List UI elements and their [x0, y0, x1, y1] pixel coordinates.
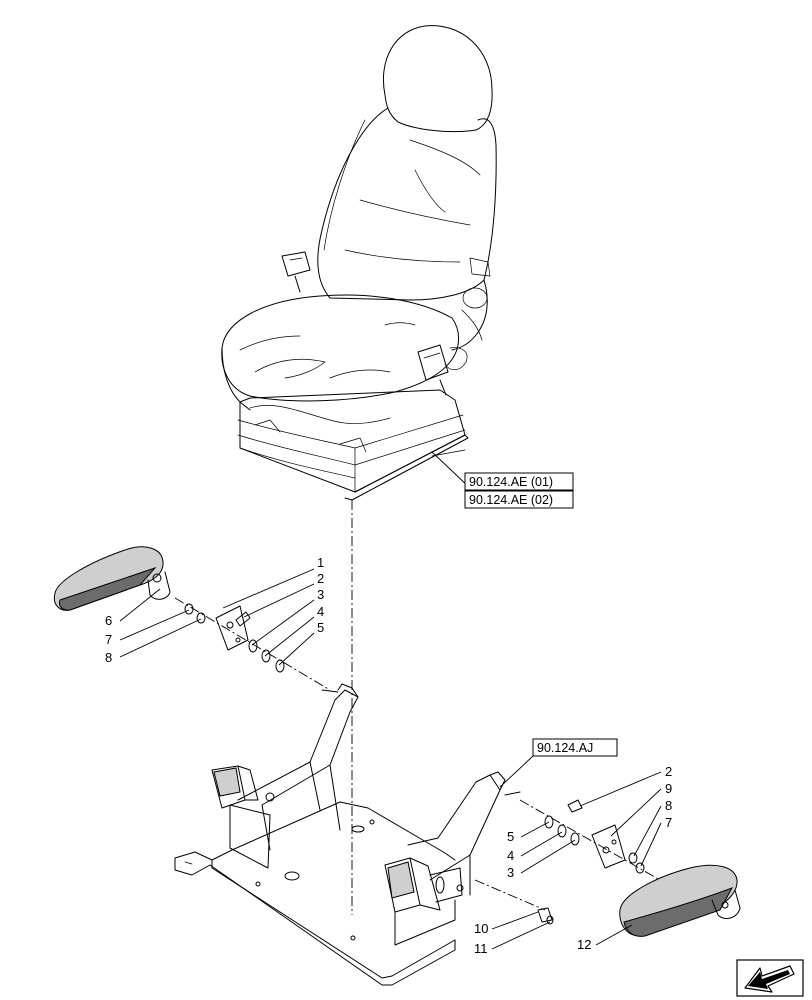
seat-drawing: [221, 25, 497, 501]
ref-ae-01-label: 90.124.AE (01): [469, 475, 553, 489]
ref-aj-label: 90.124.AJ: [537, 741, 593, 755]
callout-7-left: 7: [105, 632, 112, 647]
left-axis-line: [174, 597, 331, 691]
ref-box-ae-02[interactable]: 90.124.AE (02): [464, 490, 574, 509]
callout-labels: 1 2 3 4 5 6 7 8 2 9 8 7 5 4 3 10 11 12: [105, 555, 672, 956]
callout-2-right: 2: [665, 764, 672, 779]
callout-2-left: 2: [317, 571, 324, 586]
armrest-left: [53, 546, 171, 611]
ref-ae-02-label: 90.124.AE (02): [469, 493, 553, 507]
callout-8-left: 8: [105, 650, 112, 665]
callout-4-left: 4: [317, 604, 324, 619]
ref-box-ae-01[interactable]: 90.124.AE (01): [464, 472, 574, 491]
callout-6: 6: [105, 613, 112, 628]
callout-4-right: 4: [507, 848, 514, 863]
lower-axis-line: [474, 879, 546, 911]
callout-5-right: 5: [507, 829, 514, 844]
leader-ref-ae: [431, 451, 471, 489]
callout-8-right: 8: [665, 798, 672, 813]
callout-5-left: 5: [317, 620, 324, 635]
bolt-10-11: [537, 907, 554, 925]
seat-base-frame: [174, 683, 521, 986]
left-hardware: [184, 603, 285, 673]
ref-box-aj[interactable]: 90.124.AJ: [532, 738, 618, 757]
right-axis-line: [519, 799, 661, 881]
callout-10: 10: [474, 921, 488, 936]
callout-7-right: 7: [665, 815, 672, 830]
callout-12: 12: [577, 937, 591, 952]
callout-9: 9: [665, 781, 672, 796]
callout-11: 11: [474, 941, 488, 956]
armrest-right: [619, 864, 741, 937]
callout-1: 1: [317, 555, 324, 570]
callout-3-right: 3: [507, 865, 514, 880]
right-hardware: [544, 799, 645, 874]
nav-arrow-icon[interactable]: [736, 959, 804, 997]
callout-3-left: 3: [317, 587, 324, 602]
